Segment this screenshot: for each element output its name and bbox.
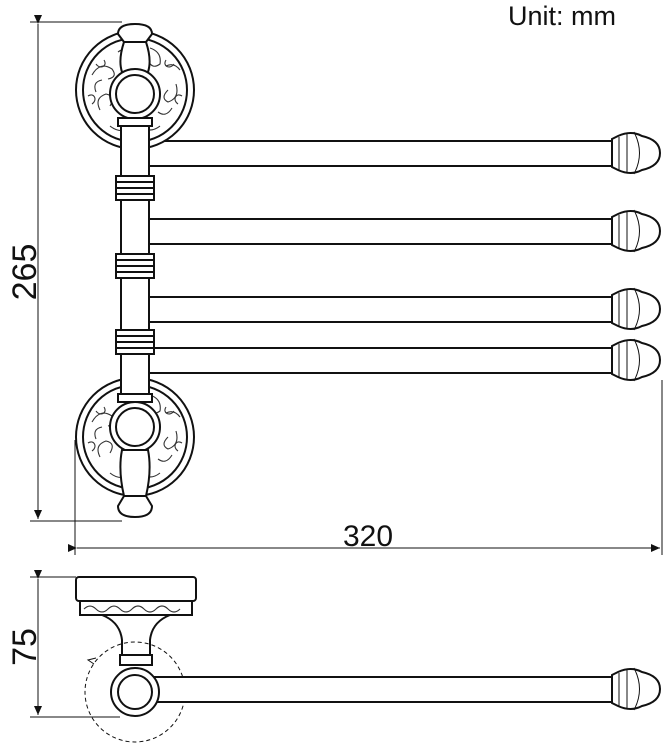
- height-dimension-label: 265: [6, 244, 44, 301]
- pivot-column: [109, 22, 161, 519]
- unit-label: Unit: mm: [508, 1, 616, 31]
- width-dimension: 320: [68, 380, 663, 555]
- depth-dimension-label: 75: [6, 628, 44, 666]
- height-dimension: 265: [6, 15, 122, 522]
- towel-arm-1: [147, 131, 662, 175]
- width-dimension-label: 320: [343, 520, 393, 553]
- towel-arm-2: [147, 209, 662, 253]
- towel-arm-3: [147, 287, 662, 331]
- depth-dimension: 75: [6, 570, 120, 718]
- front-view: 265 320: [6, 15, 663, 555]
- towel-arm-4: [147, 338, 662, 382]
- side-view: 75: [6, 570, 662, 743]
